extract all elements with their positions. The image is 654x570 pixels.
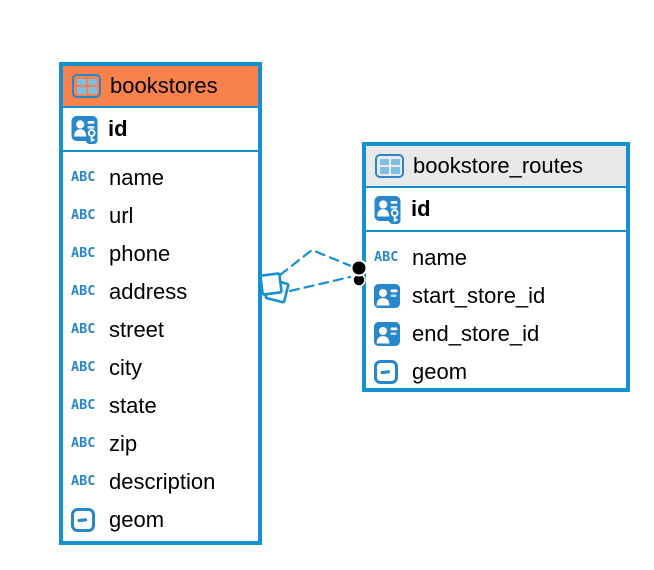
primary-key-icon <box>374 195 403 224</box>
primary-key-label: id <box>108 116 128 141</box>
field-label: name <box>412 245 468 270</box>
field-row-description[interactable]: ABC description <box>63 463 258 501</box>
field-row-url[interactable]: ABC url <box>63 197 258 235</box>
text-type-icon: ABC <box>71 435 96 452</box>
table-title: bookstore_routes <box>413 153 583 178</box>
table-header-bookstores[interactable]: bookstores <box>63 66 258 108</box>
geometry-type-icon <box>374 360 403 384</box>
field-label: name <box>109 165 165 190</box>
field-row-geom[interactable]: geom <box>63 501 258 539</box>
relationship-lines[interactable] <box>278 248 353 293</box>
field-row-name[interactable]: ABC name <box>63 159 258 197</box>
table-header-bookstore-routes[interactable]: bookstore_routes <box>366 146 626 188</box>
field-label: phone <box>109 241 171 266</box>
field-label: address <box>109 279 188 304</box>
text-type-icon: ABC <box>71 207 96 224</box>
field-label: url <box>109 203 134 228</box>
field-row-end_store_id[interactable]: end_store_id <box>366 315 626 353</box>
table-bookstore-routes[interactable]: bookstore_routes id ABC name start_store_i… <box>362 142 630 392</box>
text-type-icon: ABC <box>71 283 96 300</box>
field-label: description <box>109 469 216 494</box>
field-label: geom <box>109 507 165 532</box>
text-type-icon: ABC <box>71 245 96 262</box>
text-type-icon: ABC <box>71 169 96 186</box>
primary-key-icon <box>71 115 100 144</box>
field-row-name[interactable]: ABC name <box>366 239 626 277</box>
field-row-phone[interactable]: ABC phone <box>63 235 258 273</box>
field-row-street[interactable]: ABC street <box>63 311 258 349</box>
text-type-icon: ABC <box>71 473 96 490</box>
text-type-icon: ABC <box>71 397 96 414</box>
field-row-city[interactable]: ABC city <box>63 349 258 387</box>
text-type-icon: ABC <box>71 359 96 376</box>
field-label: zip <box>109 431 138 456</box>
reference-type-icon <box>374 284 403 308</box>
field-row-id[interactable]: id <box>63 108 258 152</box>
field-row-address[interactable]: ABC address <box>63 273 258 311</box>
field-label: geom <box>412 359 468 384</box>
reference-type-icon <box>374 322 403 346</box>
relationship-line-lower <box>288 275 352 293</box>
field-label: start_store_id <box>412 283 546 308</box>
table-icon <box>375 154 404 178</box>
field-label: city <box>109 355 142 380</box>
field-label: state <box>109 393 157 418</box>
field-label: street <box>109 317 165 342</box>
text-type-icon: ABC <box>71 321 96 338</box>
relationship-line-upper <box>278 248 353 277</box>
primary-key-label: id <box>411 196 431 221</box>
field-row-zip[interactable]: ABC zip <box>63 425 258 463</box>
source-endpoint-diamond[interactable] <box>259 272 290 304</box>
table-icon <box>72 74 101 98</box>
field-label: end_store_id <box>412 321 540 346</box>
field-row-geom[interactable]: geom <box>366 353 626 391</box>
field-row-id[interactable]: id <box>366 188 626 232</box>
table-title: bookstores <box>110 73 218 98</box>
text-type-icon: ABC <box>374 249 399 266</box>
field-row-state[interactable]: ABC state <box>63 387 258 425</box>
field-row-start_store_id[interactable]: start_store_id <box>366 277 626 315</box>
geometry-type-icon <box>71 508 100 532</box>
